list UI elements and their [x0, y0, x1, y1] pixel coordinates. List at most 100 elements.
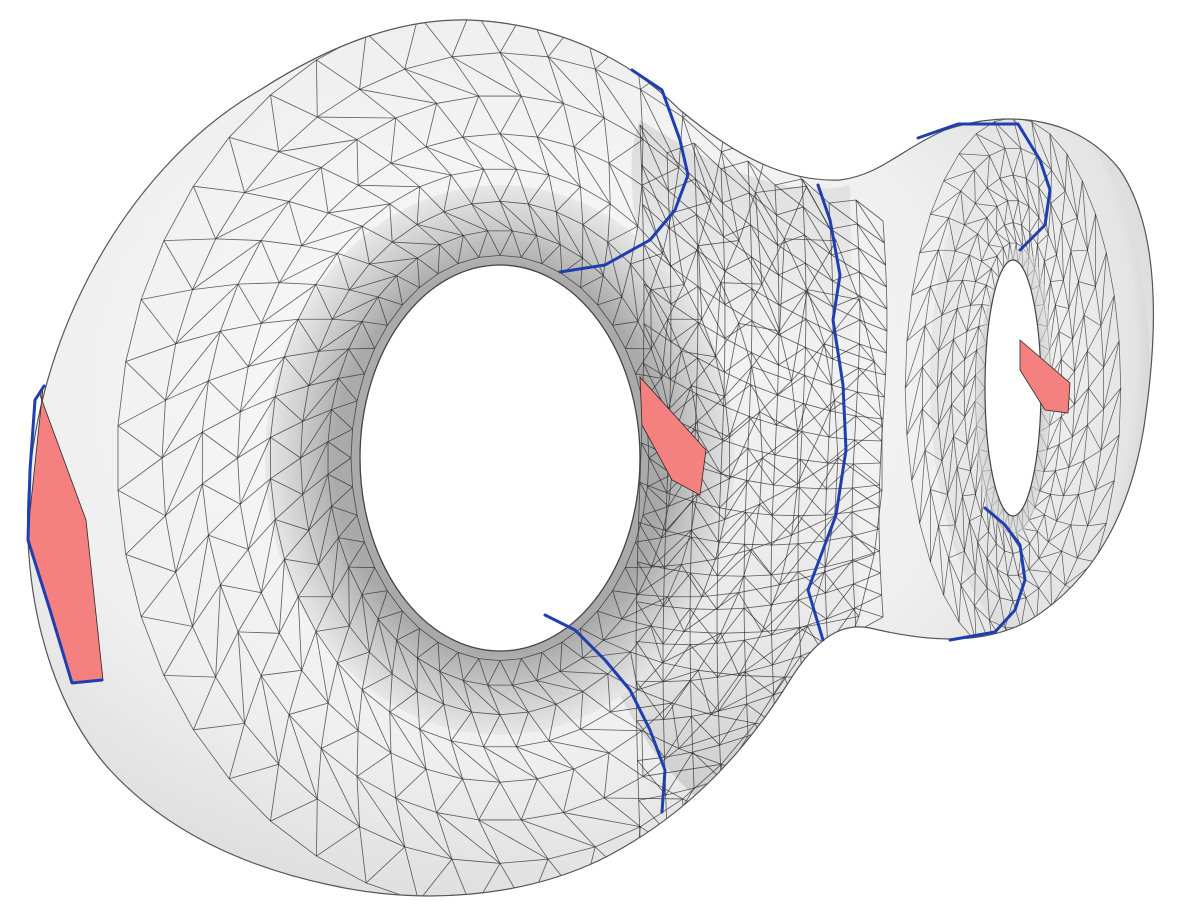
mesh-edge — [879, 462, 881, 486]
mesh-edge — [640, 89, 680, 168]
mesh-edge — [858, 367, 885, 398]
mesh-edge — [536, 235, 561, 245]
mesh-edge — [986, 558, 1001, 598]
mesh-edge — [724, 270, 753, 290]
mesh-edge — [603, 752, 610, 799]
mesh-edge — [560, 657, 583, 672]
mesh-edge — [608, 752, 644, 777]
mesh-edge — [990, 255, 998, 269]
mesh-edge — [773, 655, 802, 696]
mesh-edge — [229, 136, 279, 153]
mesh-edge — [117, 490, 166, 517]
mesh-edge — [823, 571, 860, 617]
mesh-edge — [548, 175, 557, 212]
mesh-edge — [1004, 550, 1014, 554]
mesh-edge — [288, 201, 303, 246]
mesh-edge — [202, 457, 238, 485]
mesh-edge — [770, 599, 799, 606]
mesh-edge — [771, 627, 800, 636]
mesh-edge — [974, 541, 979, 573]
mesh-edge — [536, 652, 543, 681]
mesh-edge — [1068, 460, 1085, 468]
mesh-edge — [966, 425, 977, 445]
mesh-edge — [776, 206, 804, 216]
mesh-edge — [1020, 148, 1037, 157]
mesh-edge — [803, 403, 830, 438]
mesh-edge — [487, 660, 501, 686]
mesh-edge — [321, 730, 359, 749]
mesh-edge — [986, 187, 998, 207]
mesh-edge — [1047, 203, 1052, 235]
mesh-edge — [696, 214, 698, 251]
mesh-edge — [974, 187, 988, 204]
mesh-edge — [630, 263, 639, 322]
mesh-edge — [1007, 575, 1014, 602]
mesh-edge — [462, 136, 484, 170]
mesh-edge — [125, 361, 166, 401]
mesh-edge — [1038, 550, 1062, 559]
mesh-edge — [719, 507, 746, 513]
mesh-edge — [125, 554, 142, 617]
mesh-edge — [163, 186, 194, 241]
mesh-edge — [981, 255, 998, 262]
mesh-edge — [805, 319, 833, 360]
mesh-edge — [609, 203, 639, 227]
mesh-edge — [1021, 224, 1030, 233]
mesh-edge — [637, 760, 667, 796]
mesh-edge — [1037, 531, 1040, 559]
mesh-edge — [1087, 350, 1104, 368]
mesh-edge — [744, 604, 772, 609]
mesh-edge — [830, 228, 859, 249]
mesh-edge — [938, 525, 949, 559]
mesh-edge — [478, 819, 549, 860]
mesh-edge — [642, 506, 669, 516]
mesh-edge — [161, 457, 166, 516]
mesh-edge — [858, 247, 886, 266]
mesh-edge — [720, 151, 740, 241]
mesh-edge — [1050, 494, 1057, 522]
mesh-edge — [1087, 489, 1096, 527]
mesh-edge — [220, 549, 249, 586]
mesh-edge — [1072, 339, 1075, 372]
mesh-edge — [745, 671, 774, 696]
mesh-edge — [1048, 233, 1057, 256]
mesh-edge — [783, 238, 808, 290]
mesh-edge — [274, 494, 303, 520]
mesh-edge — [805, 262, 833, 282]
mesh-edge — [827, 439, 855, 464]
mesh-edge — [825, 583, 854, 594]
mesh-edge — [302, 378, 339, 422]
mesh-edge — [969, 494, 976, 522]
mesh-edge — [561, 273, 581, 288]
mesh-edge — [854, 439, 881, 464]
mesh-edge — [981, 514, 989, 532]
mesh-edge — [1043, 444, 1060, 472]
mesh-edge — [715, 356, 726, 397]
mesh-edge — [969, 254, 982, 262]
mesh-edge — [630, 651, 639, 690]
mesh-edge — [639, 482, 666, 531]
mesh-edge — [663, 568, 665, 607]
mesh-edge — [1048, 520, 1057, 543]
mesh-edge — [797, 400, 835, 433]
mesh-edge — [953, 308, 958, 340]
mesh-edge — [361, 673, 393, 691]
mesh-edge — [331, 506, 339, 538]
mesh-edge — [855, 199, 884, 222]
mesh-edge — [690, 680, 719, 712]
mesh-edge — [974, 169, 988, 189]
mesh-edge — [996, 256, 1000, 278]
mesh-edge — [161, 380, 209, 459]
mesh-edge — [389, 203, 393, 243]
mesh-edge — [537, 136, 581, 188]
mesh-edge — [140, 616, 165, 676]
mesh-edge — [947, 494, 956, 525]
mesh-edge — [924, 449, 943, 462]
mesh-edge — [663, 643, 691, 646]
mesh-edge — [1004, 222, 1014, 226]
mesh-edge — [337, 651, 370, 664]
mesh-edge — [938, 371, 952, 426]
mesh-edge — [559, 671, 584, 692]
mesh-edge — [919, 523, 931, 562]
mesh-edge — [963, 387, 966, 417]
